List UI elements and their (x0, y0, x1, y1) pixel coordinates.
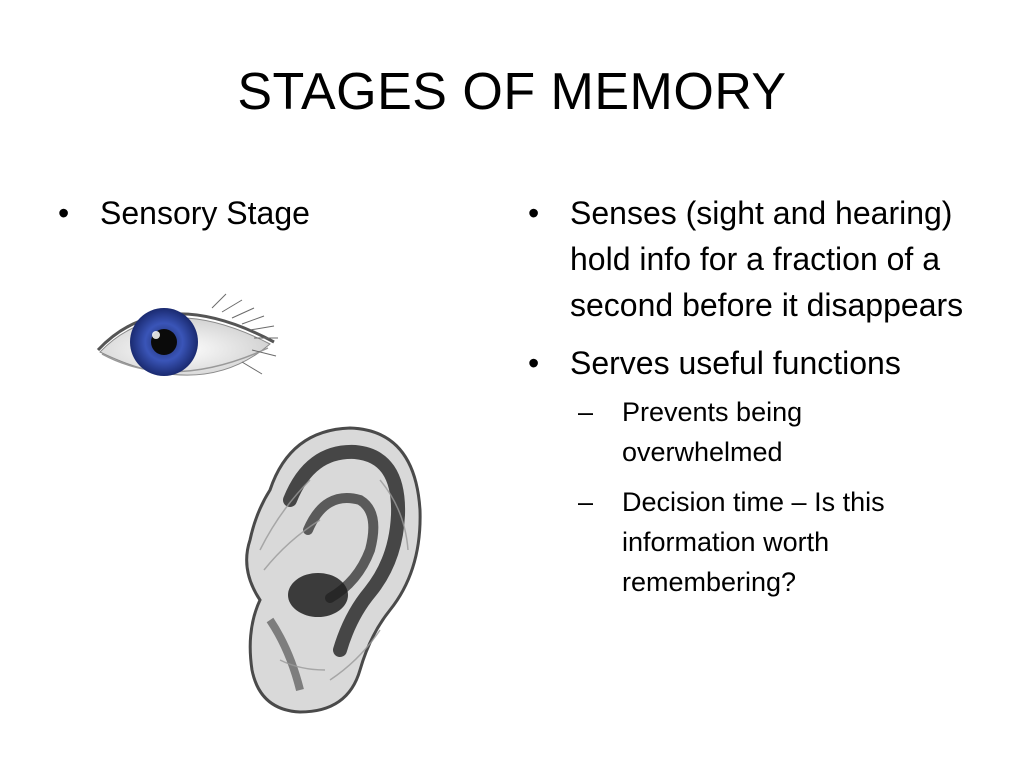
sub-bullet-text: Prevents being overwhelmed (622, 397, 803, 467)
bullet-text: Senses (sight and hearing) hold info for… (570, 195, 964, 323)
left-column: • Sensory Stage (58, 190, 478, 248)
bullet-text: Serves useful functions (570, 345, 901, 381)
dash-glyph: – (578, 397, 594, 427)
sub-bullet-list: – Prevents being overwhelmed – Decision … (570, 392, 968, 602)
right-column: • Senses (sight and hearing) hold info f… (528, 190, 968, 614)
bullet-glyph: • (528, 345, 540, 381)
ear-icon (245, 426, 422, 714)
bullet-text: Sensory Stage (100, 195, 310, 231)
bullet-sensory-stage: • Sensory Stage (58, 190, 478, 236)
bullet-glyph: • (58, 195, 70, 231)
left-bullet-list: • Sensory Stage (58, 190, 478, 236)
dash-glyph: – (578, 487, 594, 517)
slide-title: STAGES OF MEMORY (237, 63, 787, 121)
bullet-useful-functions: • Serves useful functions – Prevents bei… (528, 340, 968, 602)
eye-icon (96, 293, 278, 376)
sub-bullet-decision-time: – Decision time – Is this information wo… (578, 482, 968, 602)
bullet-glyph: • (528, 195, 540, 231)
sub-bullet-overwhelmed: – Prevents being overwhelmed (578, 392, 968, 472)
bullet-senses: • Senses (sight and hearing) hold info f… (528, 190, 968, 328)
right-bullet-list: • Senses (sight and hearing) hold info f… (528, 190, 968, 602)
sub-bullet-text: Decision time – Is this information wort… (622, 487, 885, 597)
